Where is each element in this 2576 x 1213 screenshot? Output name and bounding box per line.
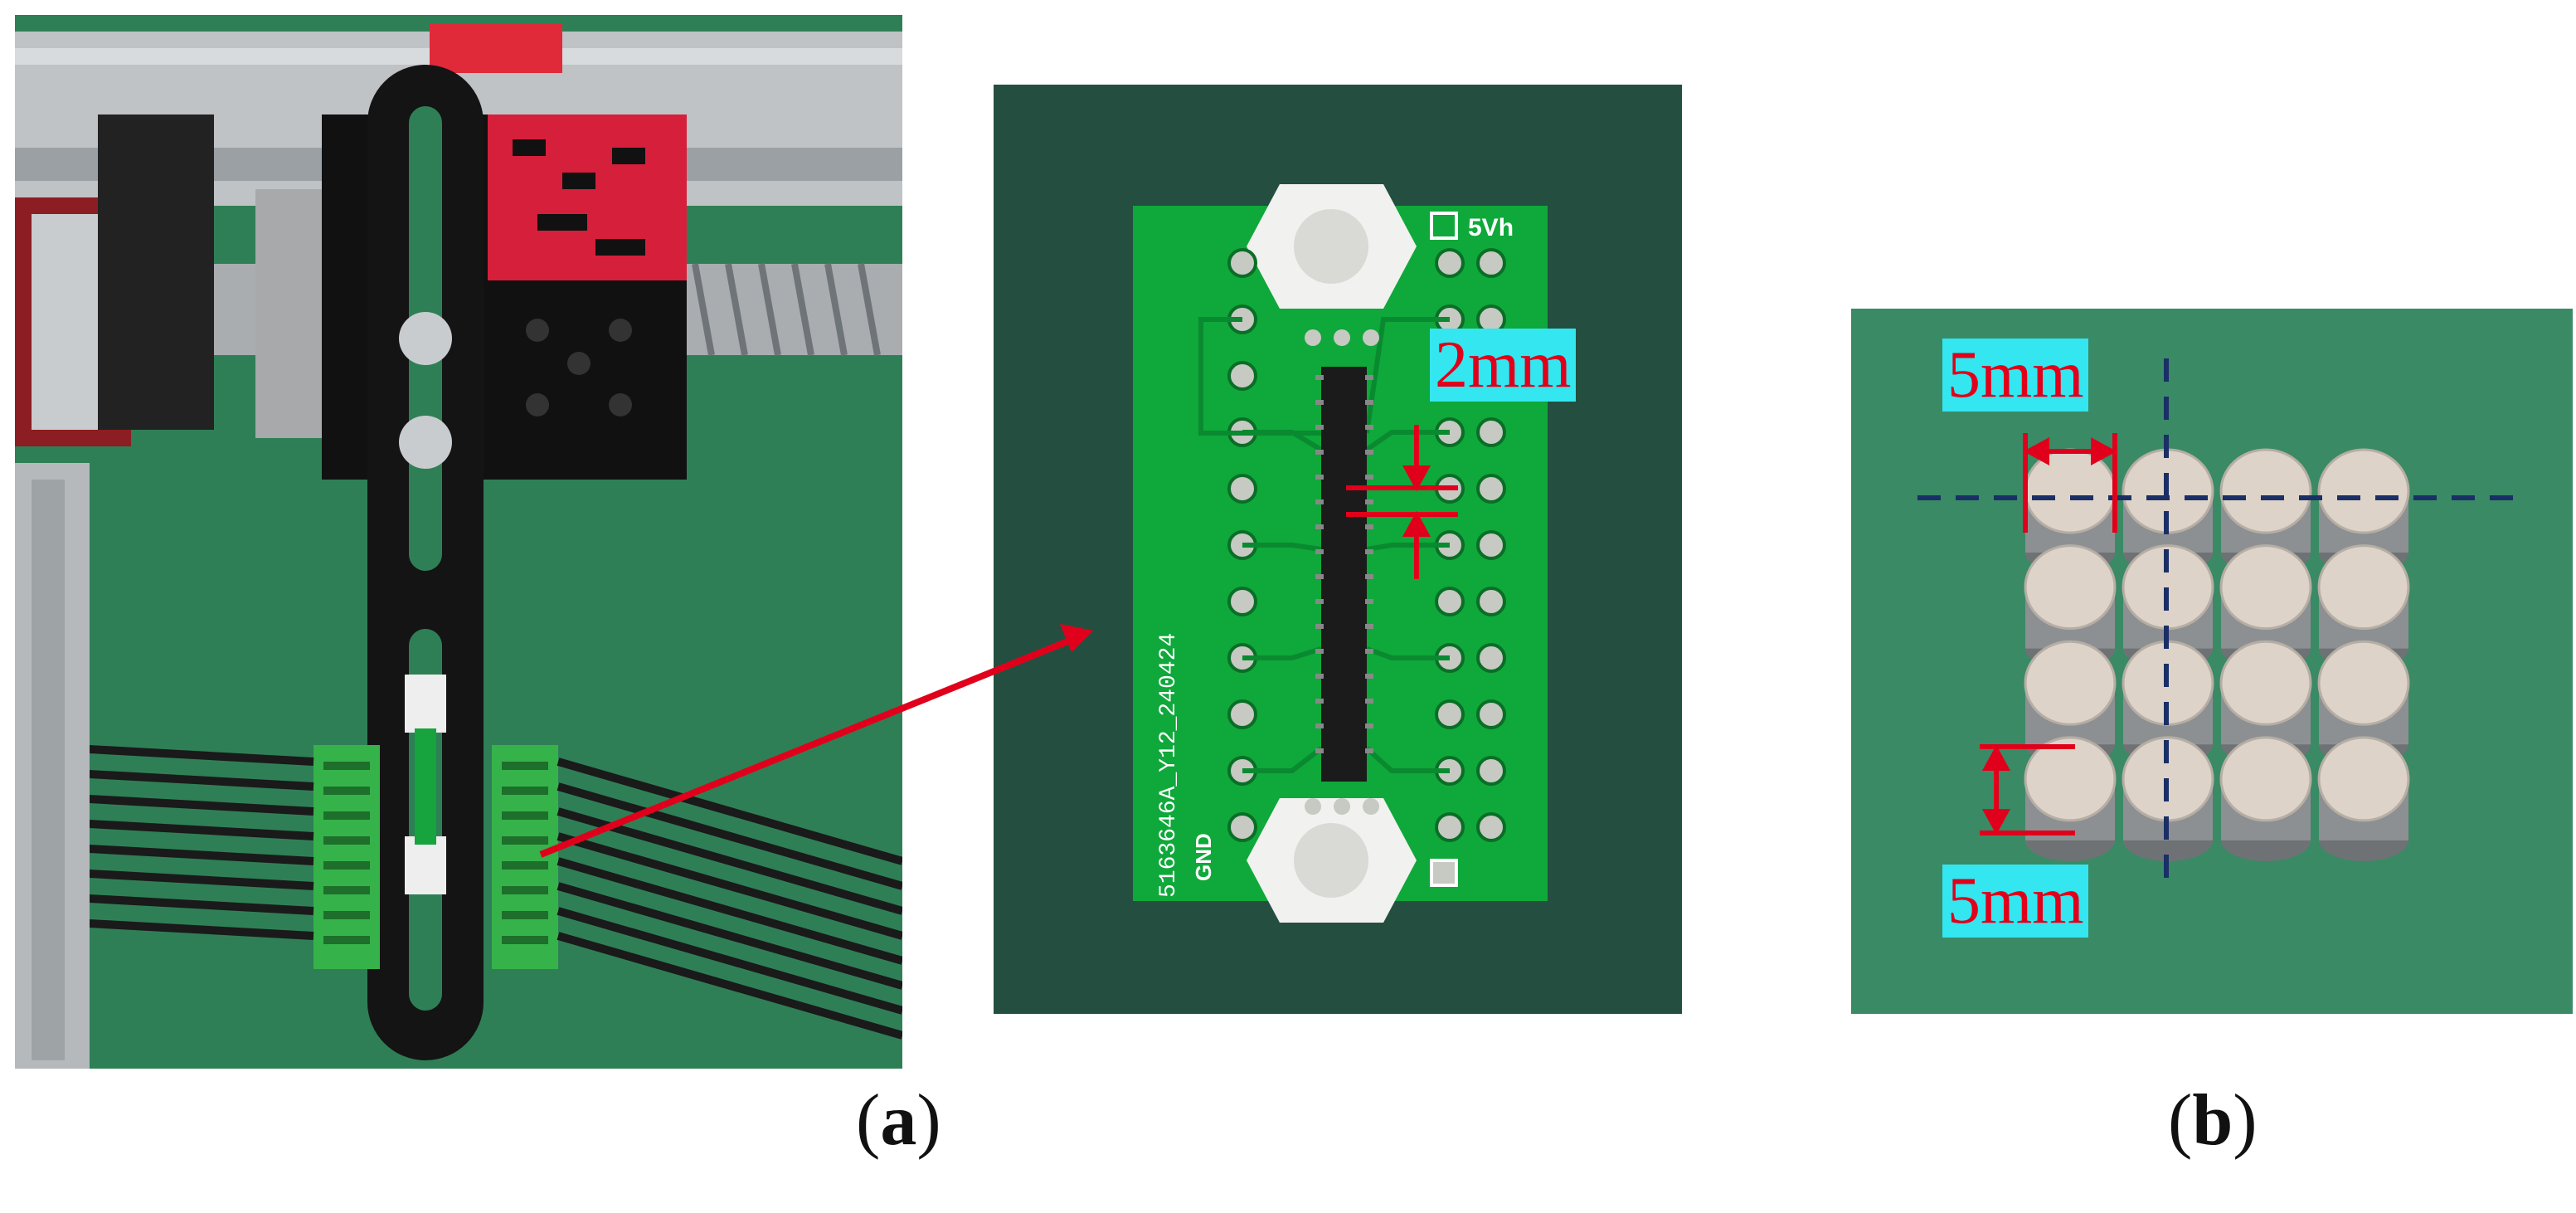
magnet-cylinder	[2024, 640, 2117, 766]
silkscreen-board-id: 5163646A_Y12_240424	[1156, 633, 1182, 898]
magnet-cylinder	[2219, 736, 2312, 861]
dimension-label-magnet-width: 5mm	[1942, 339, 2089, 412]
silkscreen-5vh: 5Vh	[1468, 214, 1514, 241]
figure-label-a-letter: a	[880, 1080, 917, 1161]
photo-sensor-pcb: 5Vh GND 5163646A_Y12_240424	[994, 85, 1682, 1014]
dimension-label-magnet-height: 5mm	[1942, 865, 2089, 938]
figure-label-a: (a)	[856, 1080, 941, 1161]
dimension-label-2mm: 2mm	[1430, 329, 1577, 402]
figure-label-b-letter: b	[2192, 1080, 2233, 1161]
magnet-cylinder	[2317, 736, 2410, 861]
magnet-cylinder	[2219, 640, 2312, 766]
height-dimension-marker	[1980, 744, 2075, 835]
silkscreen-gnd: GND	[1191, 833, 1216, 881]
magnet-cylinder	[2317, 640, 2410, 766]
photo-gantry-setup	[15, 15, 902, 1069]
magnet-cylinder	[2024, 544, 2117, 670]
magnet-cylinder	[2024, 736, 2117, 861]
figure-label-b: (b)	[2168, 1080, 2258, 1161]
width-dimension-marker	[2023, 433, 2117, 533]
pcb-illustration: 5Vh GND 5163646A_Y12_240424	[994, 85, 1682, 1014]
gantry-illustration	[15, 15, 902, 1069]
